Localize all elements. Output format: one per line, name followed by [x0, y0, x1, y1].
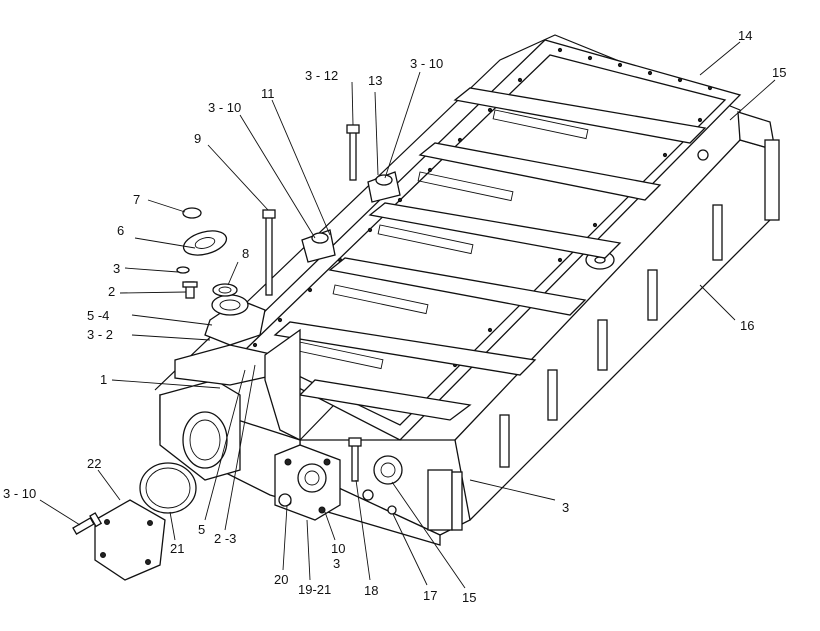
label-8: 8: [242, 246, 249, 261]
side-slots: [499, 204, 723, 468]
label-15-top: 15: [772, 65, 786, 80]
label-22: 22: [87, 456, 101, 471]
label-2: 2: [108, 284, 115, 299]
label-2-3: 2 -3: [214, 531, 236, 546]
label-5-4: 5 -4: [87, 308, 109, 323]
label-5: 5: [198, 522, 205, 537]
label-3-10-top: 3 - 10: [410, 56, 443, 71]
side-cover: [72, 462, 197, 581]
label-13: 13: [368, 73, 382, 88]
label-6: 6: [117, 223, 124, 238]
label-3-10-left: 3 - 10: [3, 486, 36, 501]
label-17: 17: [423, 588, 437, 603]
label-9: 9: [194, 131, 201, 146]
label-3-right: 3: [562, 500, 569, 515]
label-11: 11: [261, 86, 275, 101]
label-19-21: 19-21: [298, 582, 331, 597]
front-plugs: [348, 437, 403, 515]
part-labels: 14 15 3 - 10 3 - 12 13 3 - 10 11 9 7 6 8…: [3, 28, 786, 605]
label-3-under-10: 3: [333, 556, 340, 571]
label-10: 10: [331, 541, 345, 556]
label-18: 18: [364, 583, 378, 598]
internal-ribs: [273, 87, 707, 421]
left-end-housing: [159, 328, 301, 481]
flange-parts: [176, 207, 238, 299]
label-16: 16: [740, 318, 754, 333]
leader-lines: [39, 41, 776, 589]
label-3-washer: 3: [113, 261, 120, 276]
label-3-2: 3 - 2: [87, 327, 113, 342]
label-20: 20: [274, 572, 288, 587]
label-1: 1: [100, 372, 107, 387]
front-cover: [274, 444, 341, 521]
elbow-fitting: [204, 294, 266, 346]
label-21: 21: [170, 541, 184, 556]
label-3-12: 3 - 12: [305, 68, 338, 83]
label-3-10-mid: 3 - 10: [208, 100, 241, 115]
label-14: 14: [738, 28, 752, 43]
label-7: 7: [133, 192, 140, 207]
label-15-bottom: 15: [462, 590, 476, 605]
